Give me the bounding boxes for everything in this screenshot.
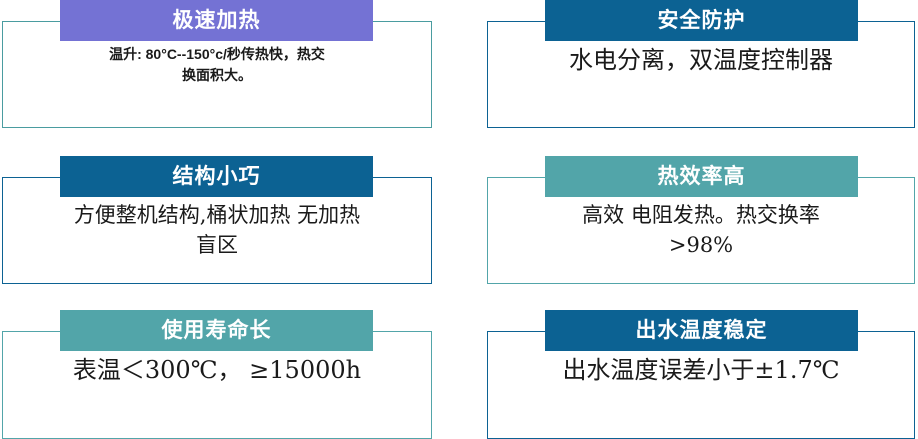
card-title-compact: 结构小巧 bbox=[60, 156, 373, 197]
card-title-safety: 安全防护 bbox=[545, 0, 858, 41]
feature-card-safety: 安全防护 水电分离，双温度控制器 bbox=[487, 0, 915, 128]
card-body-text: 表温＜300℃， ≥15000h bbox=[72, 356, 362, 384]
card-body-stable-temp: 出水温度误差小于±1.7℃ bbox=[497, 354, 905, 433]
feature-card-stable-temp: 出水温度稳定 出水温度误差小于±1.7℃ bbox=[487, 310, 915, 439]
feature-card-rapid-heating: 极速加热 温升: 80°C--150°c/秒传热快，热交 换面积大。 bbox=[2, 0, 432, 128]
feature-card-efficiency: 热效率高 高效 电阻发热。热交换率 >98% bbox=[487, 156, 915, 284]
card-title-stable-temp: 出水温度稳定 bbox=[545, 310, 858, 351]
card-body-text: 温升: 80°C--150°c/秒传热快，热交 换面积大。 bbox=[109, 46, 325, 83]
card-body-efficiency: 高效 电阻发热。热交换率 >98% bbox=[497, 200, 905, 278]
card-body-text: 水电分离，双温度控制器 bbox=[569, 46, 833, 74]
card-title-efficiency: 热效率高 bbox=[545, 156, 858, 197]
card-body-rapid-heating: 温升: 80°C--150°c/秒传热快，热交 换面积大。 bbox=[12, 44, 422, 122]
feature-card-lifespan: 使用寿命长 表温＜300℃， ≥15000h bbox=[2, 310, 432, 439]
card-body-text: 出水温度误差小于±1.7℃ bbox=[562, 356, 840, 384]
card-body-safety: 水电分离，双温度控制器 bbox=[497, 44, 905, 122]
feature-card-compact: 结构小巧 方便整机结构,桶状加热 无加热 盲区 bbox=[2, 156, 432, 284]
card-body-text: 方便整机结构,桶状加热 无加热 盲区 bbox=[73, 203, 361, 257]
card-title-lifespan: 使用寿命长 bbox=[60, 310, 373, 351]
card-body-compact: 方便整机结构,桶状加热 无加热 盲区 bbox=[12, 200, 422, 278]
card-body-lifespan: 表温＜300℃， ≥15000h bbox=[12, 354, 422, 433]
card-body-text: 高效 电阻发热。热交换率 >98% bbox=[582, 203, 820, 257]
card-title-rapid-heating: 极速加热 bbox=[60, 0, 373, 41]
